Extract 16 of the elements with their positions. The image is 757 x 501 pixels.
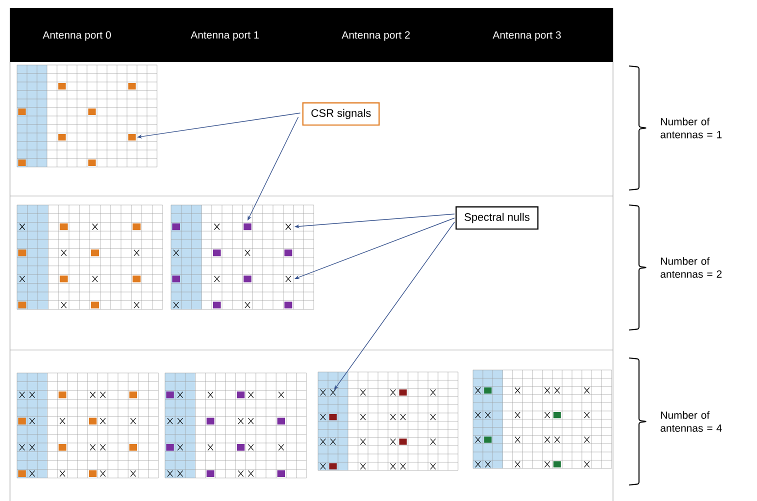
resource-grid-drawing bbox=[318, 372, 458, 471]
column-header: Antenna port 2 bbox=[342, 31, 410, 41]
resource-grid-drawing bbox=[16, 204, 163, 310]
side-label: Number of antennas = 2 bbox=[660, 257, 722, 278]
column-header: Antenna port 1 bbox=[190, 31, 259, 41]
resource-grid-drawing bbox=[16, 64, 158, 168]
side-label: Number of antennas = 4 bbox=[660, 411, 722, 432]
resource-grid-drawing bbox=[170, 204, 314, 310]
side-label: Number of antennas = 1 bbox=[660, 118, 722, 138]
resource-grid-drawing bbox=[16, 372, 159, 478]
label-box: Spectral nulls bbox=[456, 206, 538, 230]
resource-grid-drawing bbox=[164, 372, 307, 478]
column-header: Antenna port 0 bbox=[42, 31, 111, 41]
column-header: Antenna port 3 bbox=[492, 31, 561, 41]
label-box: CSR signals bbox=[302, 102, 380, 126]
resource-grid-drawing bbox=[472, 370, 612, 469]
